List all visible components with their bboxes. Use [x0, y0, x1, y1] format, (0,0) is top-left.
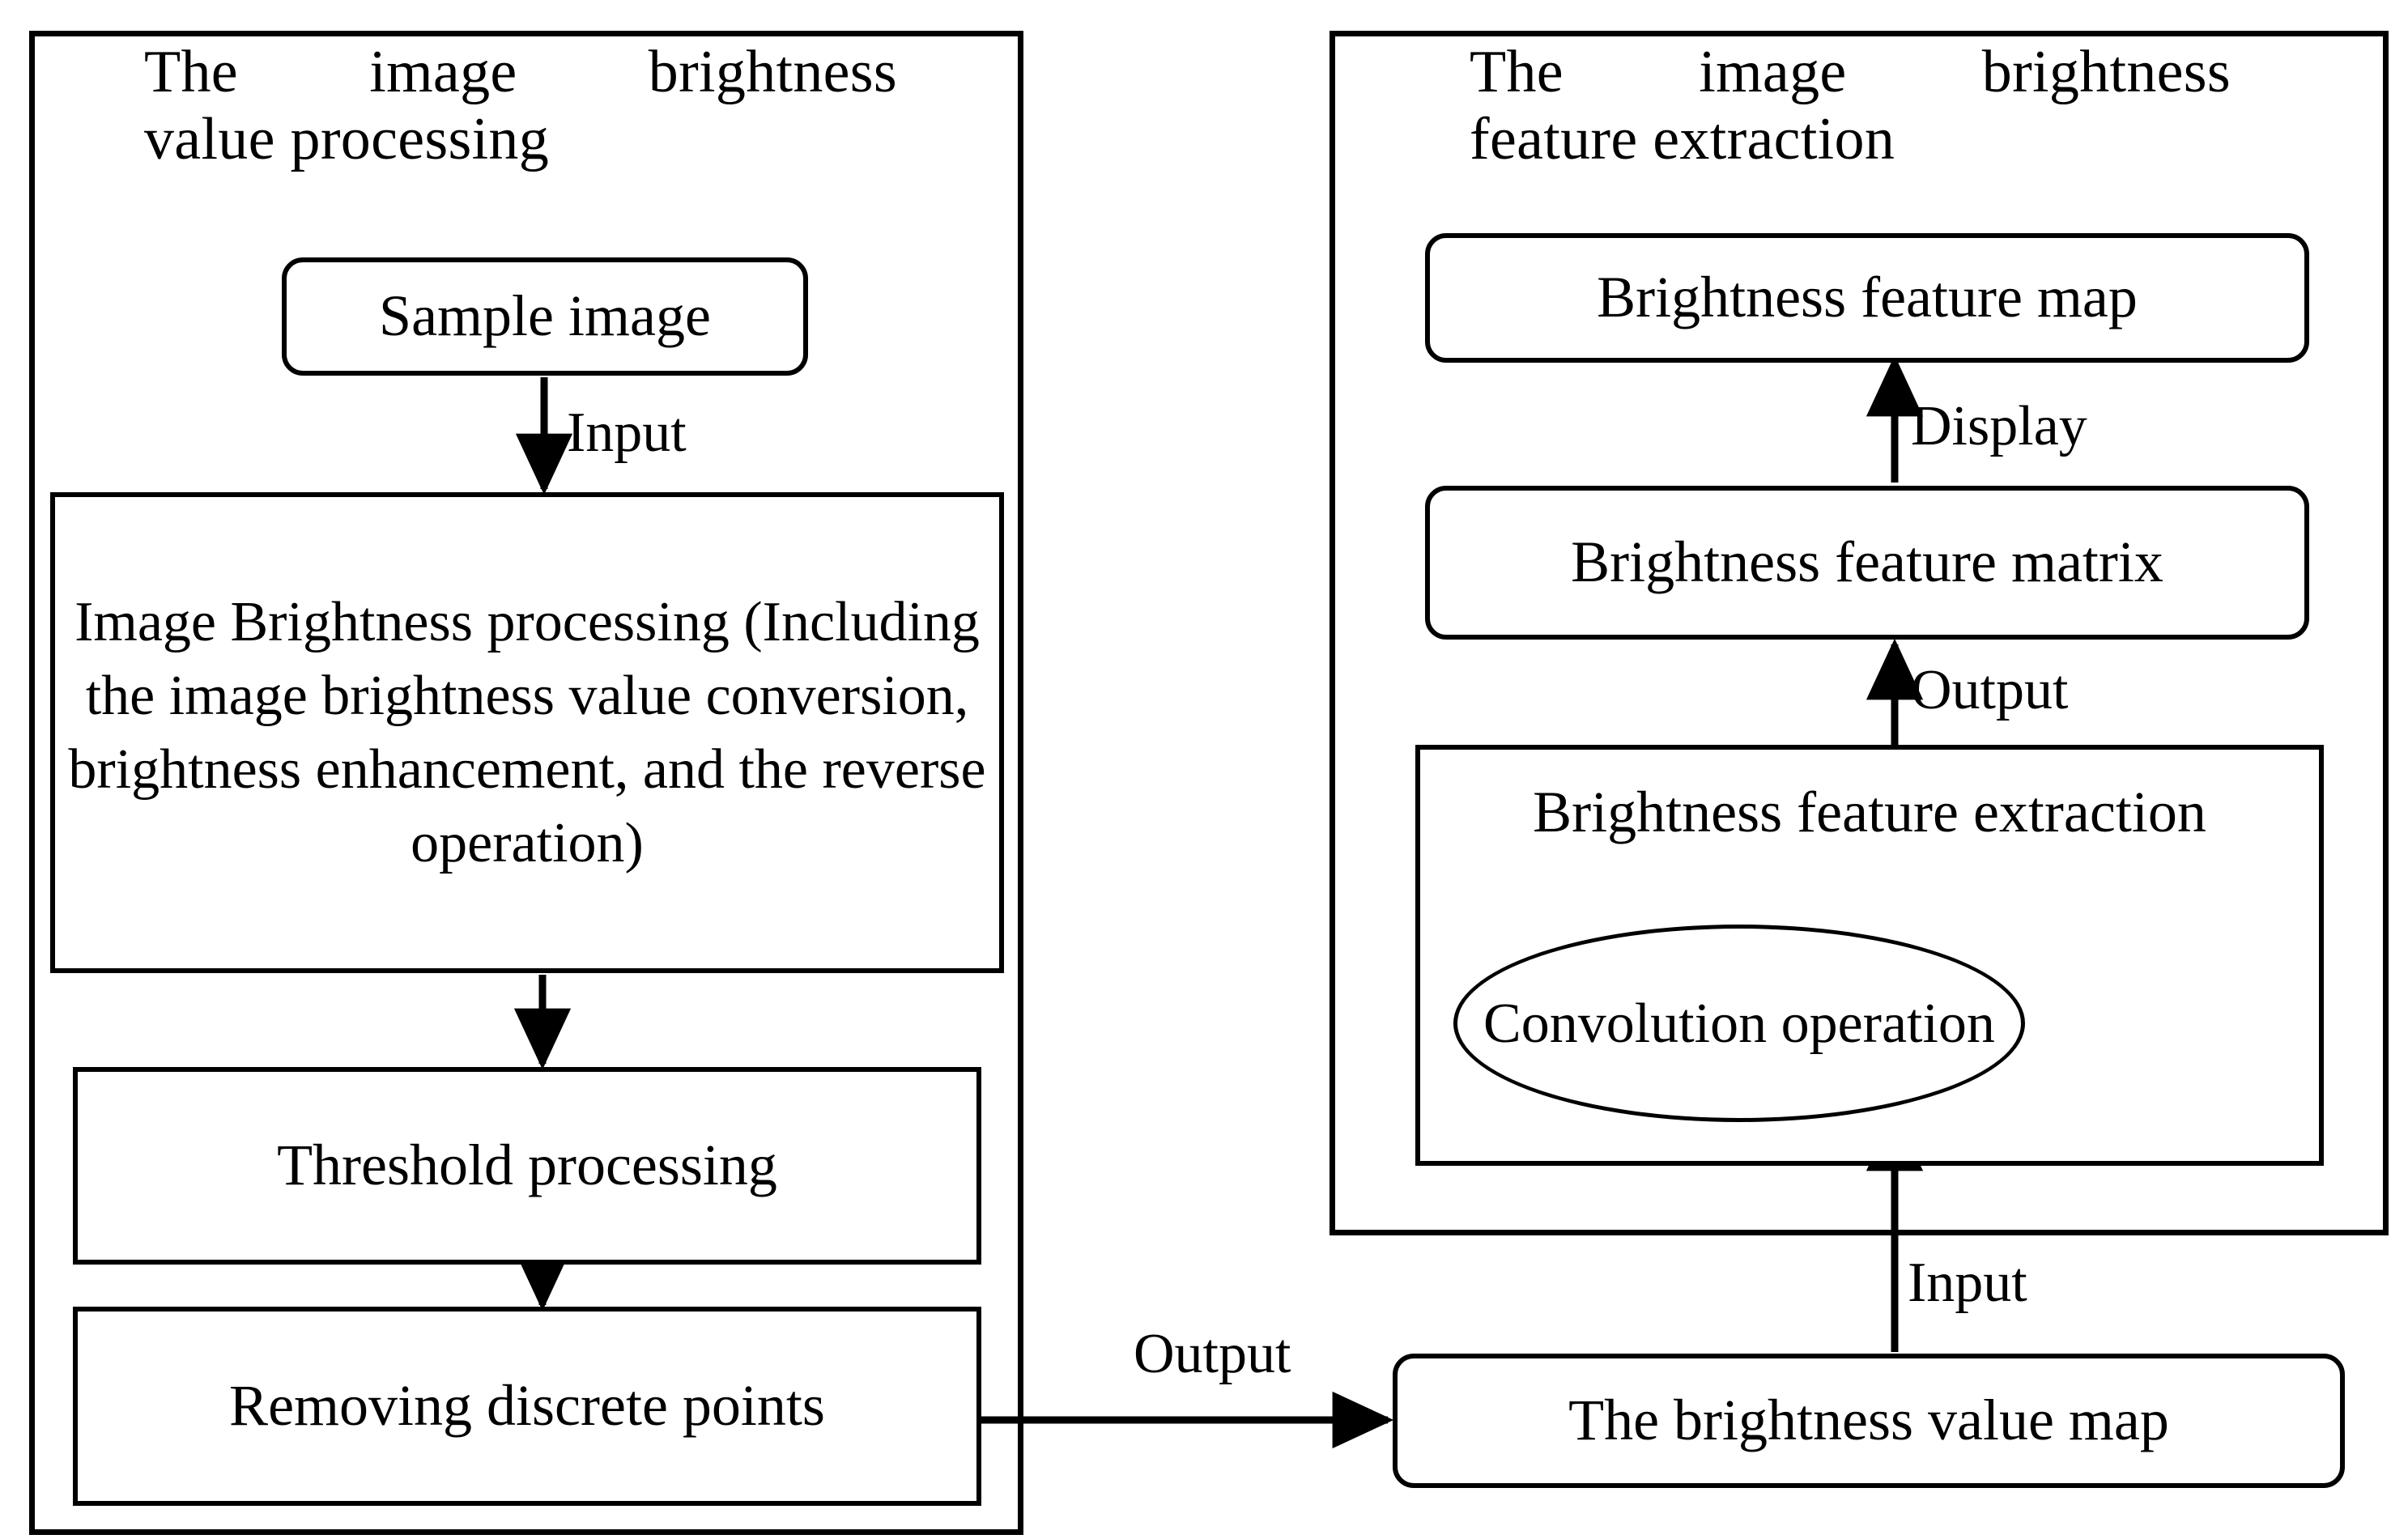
node-threshold-processing-label: Threshold processing: [277, 1133, 777, 1198]
panel-left-title: The image brightness value processing: [144, 39, 897, 173]
edge-label-input-right: Input: [1908, 1252, 2027, 1314]
edge-label-display: Display: [1911, 395, 2087, 457]
edge-label-output-middle: Output: [1134, 1323, 1291, 1385]
panel-image-brightness-value-processing: [29, 31, 1023, 1535]
node-sample-image[interactable]: Sample image: [282, 257, 808, 376]
panel-right-title: The image brightness feature extraction: [1470, 39, 2231, 173]
edge-label-output-right: Output: [1911, 659, 2069, 721]
panel-right-title-line2: feature extraction: [1470, 105, 1895, 172]
node-brightness-value-map-label: The brightness value map: [1568, 1388, 2169, 1453]
edge-label-input-left: Input: [567, 402, 687, 464]
panel-right-title-line1: The image brightness: [1470, 39, 2231, 105]
node-brightness-feature-map[interactable]: Brightness feature map: [1425, 233, 2309, 363]
node-convolution-operation-label: Convolution operation: [1483, 992, 1995, 1055]
panel-image-brightness-feature-extraction: [1330, 31, 2389, 1235]
node-brightness-feature-matrix[interactable]: Brightness feature matrix: [1425, 486, 2309, 640]
node-sample-image-label: Sample image: [379, 283, 711, 349]
node-image-brightness-processing[interactable]: Image Brightness processing (Including t…: [50, 492, 1004, 973]
node-brightness-value-map[interactable]: The brightness value map: [1393, 1354, 2345, 1488]
node-brightness-feature-extraction-label: Brightness feature extraction: [1533, 780, 2206, 844]
node-brightness-feature-map-label: Brightness feature map: [1597, 265, 2138, 330]
node-brightness-feature-matrix-label: Brightness feature matrix: [1571, 529, 2163, 595]
panel-left-title-line1: The image brightness: [144, 39, 897, 105]
node-removing-discrete-points-label: Removing discrete points: [229, 1373, 825, 1439]
node-convolution-operation[interactable]: Convolution operation: [1453, 925, 2025, 1122]
node-image-brightness-processing-label: Image Brightness processing (Including t…: [68, 591, 986, 874]
node-threshold-processing[interactable]: Threshold processing: [73, 1067, 981, 1265]
panel-left-title-line2: value processing: [144, 105, 550, 172]
node-removing-discrete-points[interactable]: Removing discrete points: [73, 1307, 981, 1506]
